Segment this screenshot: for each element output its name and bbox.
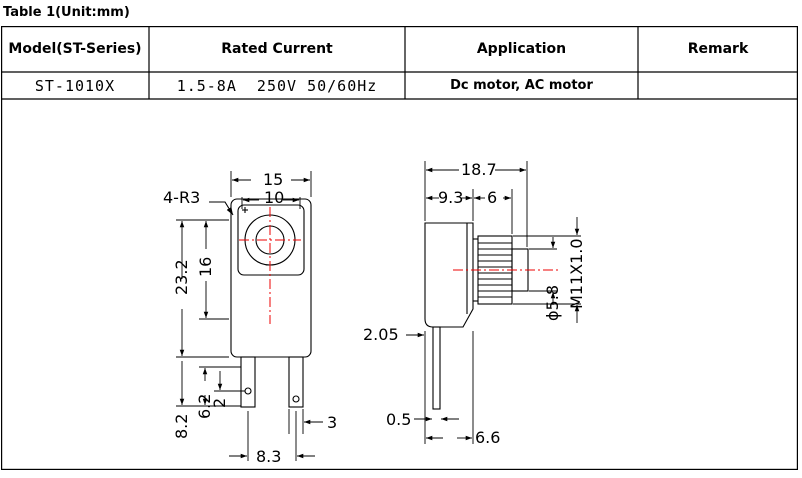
label-length-6-6: 6.6 [475,428,500,447]
label-width-15: 15 [263,170,283,189]
side-pin [432,326,441,410]
label-radius: 4-R3 [163,188,200,207]
front-center-lines [239,207,301,324]
cell-model: ST-1010X [34,76,116,95]
label-height-6-2: 6.2 [195,394,214,419]
table-caption: Table 1(Unit:mm) [3,5,130,20]
front-dimensions [176,171,323,461]
label-height-8-2: 8.2 [172,414,191,439]
label-length-18-7: 18.7 [461,160,497,179]
label-thread: M11X1.0 [567,238,586,309]
side-dimensions [406,161,581,444]
label-offset-2-05: 2.05 [363,325,399,344]
label-length-9-3: 9.3 [438,188,463,207]
table-grid [1,26,798,470]
spec-table: Model(ST-Series) Rated Current Applicati… [1,26,798,470]
front-pin-right [288,356,304,408]
side-view [424,222,529,410]
label-height-16: 16 [196,257,215,277]
label-bore: ϕ5.8 [543,285,562,321]
technical-drawing: 4-R3 15 10 23.2 16 8.2 6.2 2 3 8.3 [163,160,586,466]
front-inner-square [237,204,305,276]
front-view [209,198,312,408]
header-remark: Remark [687,41,749,57]
side-body-outline [424,222,474,328]
label-pitch-8-3: 8.3 [256,447,281,466]
label-pin-width-3: 3 [327,413,337,432]
label-width-10: 10 [264,188,284,207]
cell-remark [638,72,798,99]
front-dimension-labels: 4-R3 15 10 23.2 16 8.2 6.2 2 3 8.3 [163,170,337,466]
label-offset-2: 2 [210,398,229,408]
header-application: Application [476,41,567,57]
header-rated-current: Rated Current [221,41,333,57]
label-thickness-0-5: 0.5 [386,410,411,429]
side-dimension-labels: 18.7 9.3 6 M11X1.0 ϕ5.8 2.05 0.5 6.6 [363,160,586,447]
label-height-23-2: 23.2 [172,259,191,295]
front-body-outline [230,198,312,358]
front-pin-left [240,356,256,408]
thread-ridges [478,242,512,298]
label-length-6: 6 [487,188,497,207]
header-model: Model(ST-Series) [8,41,142,57]
cell-rated-current: 1.5-8A 250V 50/60Hz [176,76,378,95]
cell-application: Dc motor, AC motor [450,78,593,93]
